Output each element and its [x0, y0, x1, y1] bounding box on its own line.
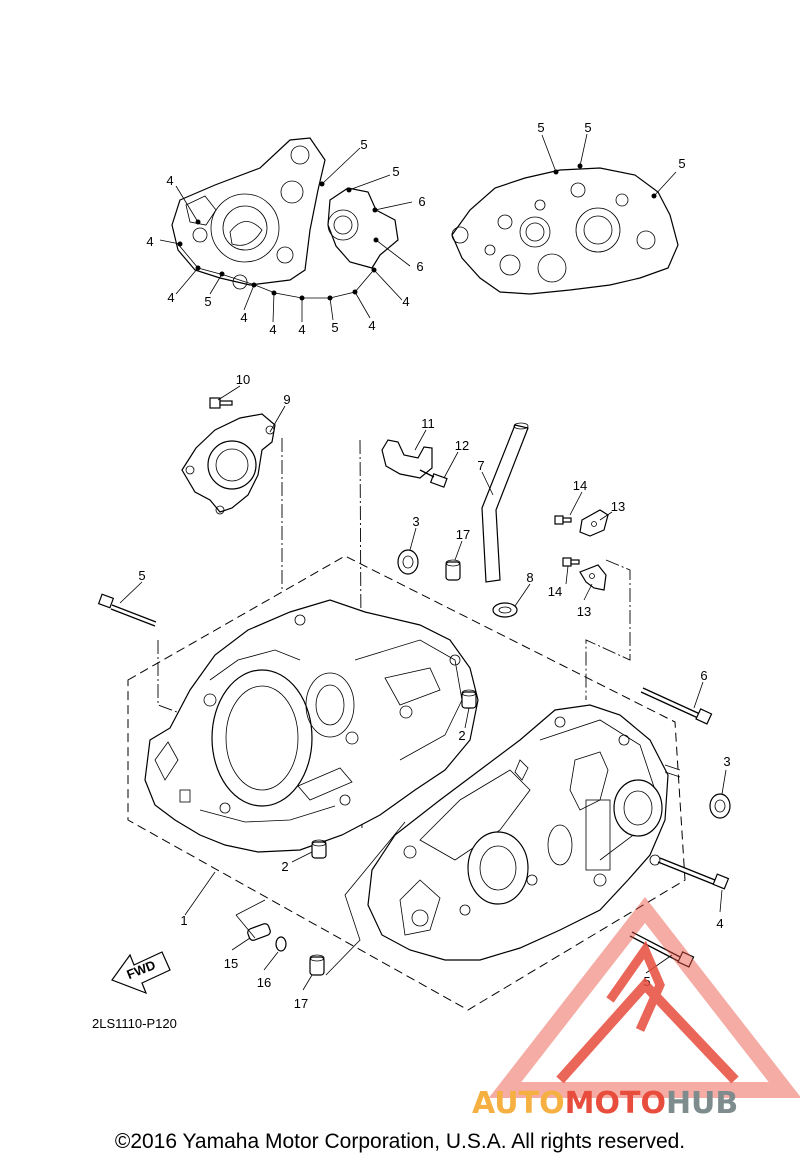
bracket-plate-13b: [579, 564, 607, 591]
screw-14b: [562, 557, 580, 567]
crankcase-left-half: [144, 599, 479, 853]
callout-5: 5: [204, 294, 211, 309]
callout-3: 3: [723, 754, 730, 769]
bolt-12: [419, 469, 448, 488]
callout-16: 16: [257, 975, 271, 990]
callout-3: 3: [412, 514, 419, 529]
left-case-leaders: [159, 147, 413, 323]
callout-10: 10: [236, 372, 250, 387]
callout-2: 2: [458, 728, 465, 743]
collar-17b: [309, 954, 325, 976]
callout-6: 6: [418, 194, 425, 209]
bolt-5-right: [629, 931, 695, 968]
fwd-arrow-icon: FWD: [111, 951, 171, 995]
callout-4: 4: [269, 322, 276, 337]
callout-6: 6: [700, 668, 707, 683]
callout-6: 6: [416, 259, 423, 274]
screw-14a: [554, 515, 572, 525]
callout-4: 4: [166, 173, 173, 188]
watermark-logo: [488, 896, 800, 1098]
bolt-6: [640, 687, 713, 725]
callout-1: 1: [180, 913, 187, 928]
dowel-pin-2b: [311, 839, 327, 859]
callout-4: 4: [146, 234, 153, 249]
dowel-pin-2a: [461, 689, 477, 709]
callout-15: 15: [224, 956, 238, 971]
callout-2: 2: [281, 859, 288, 874]
left-case-bolt-view: [171, 137, 399, 299]
callout-17: 17: [456, 527, 470, 542]
callout-12: 12: [455, 438, 469, 453]
callout-4: 4: [368, 318, 375, 333]
bolt-10: [209, 397, 233, 409]
hose-clamp: [492, 602, 518, 618]
oil-seal-3a: [397, 549, 419, 575]
callout-13: 13: [611, 499, 625, 514]
seal-plate: [181, 413, 276, 515]
bolt-5-left: [97, 593, 157, 627]
right-case-bolt-view: [451, 167, 679, 295]
bolt-4: [657, 857, 730, 890]
diagram-code: 2LS1110-P120: [92, 1016, 177, 1031]
callout-14: 14: [573, 478, 587, 493]
oil-pipe: [481, 422, 529, 583]
callout-13: 13: [577, 604, 591, 619]
callout-14: 14: [548, 584, 562, 599]
callout-11: 11: [421, 416, 435, 431]
callout-4: 4: [167, 290, 174, 305]
callout-5: 5: [392, 164, 399, 179]
callout-4: 4: [716, 916, 723, 931]
callout-4: 4: [402, 294, 409, 309]
crankcase-right-half: [367, 704, 681, 961]
watermark-text: AUTOMOTOHUB: [472, 1086, 738, 1121]
copyright-notice: ©2016 Yamaha Motor Corporation, U.S.A. A…: [114, 1130, 686, 1153]
right-case-leaders: [541, 133, 677, 197]
callout-17: 17: [294, 996, 308, 1011]
callout-5: 5: [678, 156, 685, 171]
o-ring-16: [275, 936, 287, 952]
callout-5: 5: [331, 320, 338, 335]
callout-7: 7: [477, 458, 484, 473]
callout-5: 5: [138, 568, 145, 583]
oil-seal-3b: [709, 793, 731, 819]
callout-4: 4: [298, 322, 305, 337]
callout-5: 5: [584, 120, 591, 135]
callout-9: 9: [283, 392, 290, 407]
callout-numbers: 4 4 4 5 4 4 4 5 4 4 5 5 6 6 5 5 5 10 9 1…: [138, 120, 730, 1011]
callout-5: 5: [537, 120, 544, 135]
bracket-11: [381, 439, 433, 479]
collar-17a: [445, 559, 461, 581]
bracket-plate-13a: [579, 509, 609, 537]
callout-5: 5: [360, 137, 367, 152]
callout-8: 8: [526, 570, 533, 585]
callout-4: 4: [240, 310, 247, 325]
